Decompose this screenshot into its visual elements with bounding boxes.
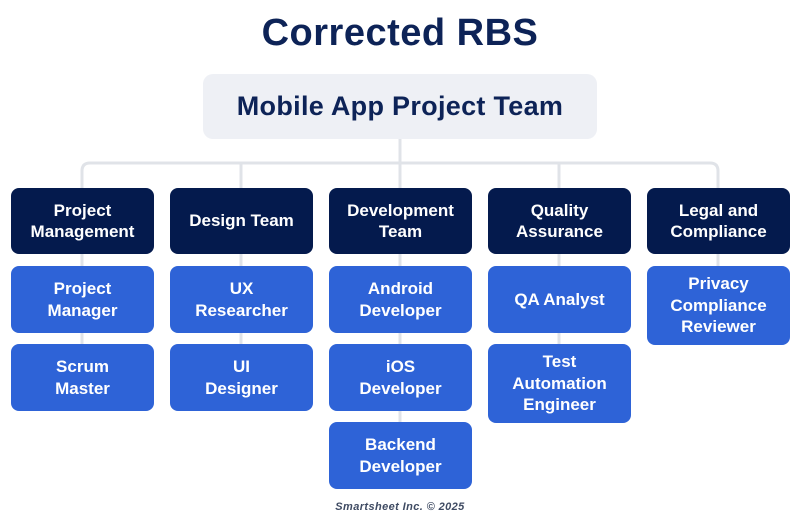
role-box-android-developer: Android Developer [329,266,472,333]
role-box-scrum-master: Scrum Master [11,344,154,411]
category-box-quality-assurance: Quality Assurance [488,188,631,254]
category-box-design-team: Design Team [170,188,313,254]
diagram-title: Corrected RBS [261,12,539,54]
root-node-label: Mobile App Project Team [236,91,564,121]
connector-drop-col1 [80,161,91,344]
role-box-backend-developer: Backend Developer [329,422,472,489]
role-box-test-automation-engineer: Test Automation Engineer [488,344,631,423]
category-box-project-management: Project Management [11,188,154,254]
role-box-ux-researcher: UX Researcher [170,266,313,333]
footer-credit: Smartsheet Inc. © 2025 [335,501,465,513]
role-box-qa-analyst: QA Analyst [488,266,631,333]
connector-drop-col5 [709,161,720,266]
role-box-ui-designer: UI Designer [170,344,313,411]
role-box-privacy-compliance-reviewer: Privacy Compliance Reviewer [647,266,790,345]
root-node-mobile-app-project-team: Mobile App Project Team [203,74,597,139]
category-box-legal-and-compliance: Legal and Compliance [647,188,790,254]
role-box-project-manager: Project Manager [11,266,154,333]
category-box-development-team: Development Team [329,188,472,254]
role-box-ios-developer: iOS Developer [329,344,472,411]
